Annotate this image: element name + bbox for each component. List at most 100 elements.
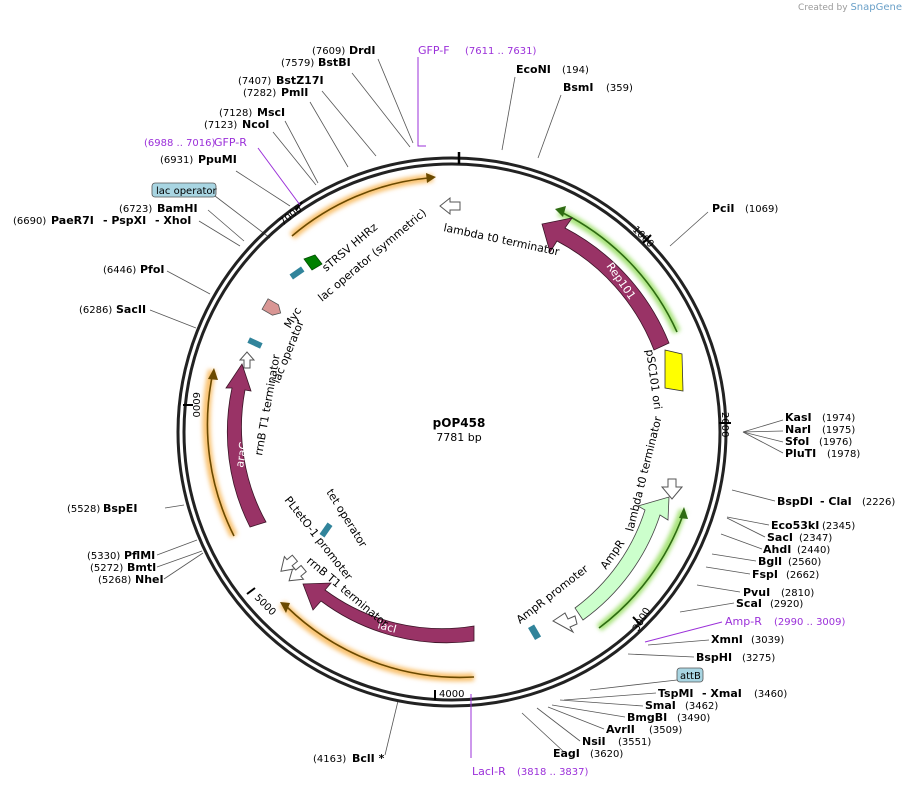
enzyme-fspi-position[interactable]: (2662)	[786, 570, 819, 581]
enzyme-bsmi-name[interactable]: BsmI	[563, 81, 594, 94]
enzyme-bamhi-name[interactable]: BamHI	[157, 202, 198, 215]
enzyme-tspmi-name[interactable]: TspMI	[658, 687, 694, 700]
enzyme-bspei-name[interactable]: BspEI	[103, 502, 137, 515]
label-tet-operator: tet operator	[323, 487, 369, 550]
attb-tag-box[interactable]	[676, 667, 704, 683]
enzyme-nsii-name[interactable]: NsiI	[582, 735, 606, 748]
enzyme-sacii-name[interactable]: SacII	[116, 303, 146, 316]
enzyme-pflmi-position[interactable]: (5330)	[87, 551, 120, 562]
tick-2000: 2000	[719, 412, 730, 437]
enzyme-pluti-position[interactable]: (1978)	[827, 449, 860, 460]
enzyme-paer7i-extra1[interactable]: - PspXI	[103, 214, 146, 227]
feature-rep101[interactable]	[541, 217, 670, 351]
enzyme-tspmi-position[interactable]: (3460)	[754, 689, 787, 700]
enzyme-paer7i-name[interactable]: PaeR7I	[51, 214, 94, 227]
feature-arac[interactable]	[225, 363, 267, 528]
enzyme-bcli-position[interactable]: (4163)	[313, 754, 346, 765]
enzyme-bmgbi-name[interactable]: BmgBI	[627, 711, 667, 724]
enzyme-bsphi-name[interactable]: BspHI	[696, 651, 732, 664]
enzyme-bgli-position[interactable]: (2560)	[788, 557, 821, 568]
feature-ampr[interactable]	[574, 496, 670, 621]
enzyme-scai-name[interactable]: ScaI	[736, 597, 762, 610]
enzyme-tspmi-extra1[interactable]: - XmaI	[702, 687, 742, 700]
lambda-t0-right-arrow	[660, 478, 684, 500]
enzyme-eco53ki-name[interactable]: Eco53kI	[771, 519, 819, 532]
enzyme-pcii-name[interactable]: PciI	[712, 202, 734, 215]
feature-laci[interactable]	[302, 582, 475, 644]
enzyme-avrii-position[interactable]: (3509)	[649, 725, 682, 736]
enzyme-msci-name[interactable]: MscI	[257, 106, 285, 119]
enzyme-saci-name[interactable]: SacI	[767, 531, 793, 544]
enzyme-nhei-position[interactable]: (5268)	[98, 575, 131, 586]
sstrv-ribozyme	[303, 254, 323, 271]
enzyme-pflmi-name[interactable]: PflMI	[124, 549, 155, 562]
enzyme-pfoi-name[interactable]: PfoI	[140, 263, 165, 276]
enzyme-labels-left: (7609) DrdI (7579) BstBI (7407) BstZ17I …	[13, 44, 385, 765]
enzyme-ahdi-position[interactable]: (2440)	[797, 545, 830, 556]
enzyme-fspi-name[interactable]: FspI	[752, 568, 778, 581]
enzyme-ppumi-position[interactable]: (6931)	[160, 155, 193, 166]
enzyme-bsphi-position[interactable]: (3275)	[742, 653, 775, 664]
enzyme-leader-lines	[149, 58, 784, 756]
enzyme-sfoi-name[interactable]: SfoI	[785, 435, 809, 448]
enzyme-pvui-position[interactable]: (2810)	[781, 588, 814, 599]
enzyme-sacii-position[interactable]: (6286)	[79, 305, 112, 316]
enzyme-bmti-name[interactable]: BmtI	[127, 561, 156, 574]
enzyme-econi-name[interactable]: EcoNI	[516, 63, 551, 76]
enzyme-pfoi-position[interactable]: (6446)	[103, 265, 136, 276]
plasmid-length: 7781 bp	[436, 431, 481, 444]
enzyme-scai-position[interactable]: (2920)	[770, 599, 803, 610]
feature-psc101-ori[interactable]	[664, 349, 684, 392]
enzyme-xmni-name[interactable]: XmnI	[711, 633, 743, 646]
ampr-promoter-arrow	[552, 612, 578, 634]
enzyme-bstbi-position[interactable]: (7579)	[281, 58, 314, 69]
enzyme-saci-position[interactable]: (2347)	[799, 533, 832, 544]
enzyme-bstbi-name[interactable]: BstBI	[318, 56, 351, 69]
enzyme-bcli-name[interactable]: BclI *	[352, 752, 385, 765]
enzyme-bamhi-position[interactable]: (6723)	[119, 204, 152, 215]
enzyme-paer7i-position[interactable]: (6690)	[13, 216, 46, 227]
enzyme-bstz17i-name[interactable]: BstZ17I	[276, 74, 324, 87]
enzyme-kasi-position[interactable]: (1974)	[822, 413, 855, 424]
enzyme-drdi-name[interactable]: DrdI	[349, 44, 376, 57]
enzyme-bspdi-extra1[interactable]: - ClaI	[820, 495, 852, 508]
enzyme-bstz17i-position[interactable]: (7407)	[238, 76, 271, 87]
enzyme-nari-name[interactable]: NarI	[785, 423, 811, 436]
enzyme-eagi-position[interactable]: (3620)	[590, 749, 623, 760]
primer-laci-r-name: LacI-R	[472, 765, 506, 778]
enzyme-ncoi-name[interactable]: NcoI	[242, 118, 269, 131]
enzyme-smai-position[interactable]: (3462)	[685, 701, 718, 712]
enzyme-ncoi-position[interactable]: (7123)	[204, 120, 237, 131]
enzyme-kasi-name[interactable]: KasI	[785, 411, 812, 424]
enzyme-bmti-position[interactable]: (5272)	[90, 563, 123, 574]
enzyme-eco53ki-position[interactable]: (2345)	[822, 521, 855, 532]
enzyme-bmgbi-position[interactable]: (3490)	[677, 713, 710, 724]
enzyme-drdi-position[interactable]: (7609)	[312, 46, 345, 57]
enzyme-econi-position[interactable]: (194)	[562, 65, 589, 76]
enzyme-nari-position[interactable]: (1975)	[822, 425, 855, 436]
lac-operator-tag-label: lac operator	[156, 186, 217, 197]
enzyme-avrii-name[interactable]: AvrII	[606, 723, 635, 736]
enzyme-ppumi-name[interactable]: PpuMI	[198, 153, 237, 166]
enzyme-pcii-position[interactable]: (1069)	[745, 204, 778, 215]
enzyme-ahdi-name[interactable]: AhdI	[763, 543, 791, 556]
enzyme-bsmi-position[interactable]: (359)	[606, 83, 633, 94]
enzyme-nhei-name[interactable]: NheI	[135, 573, 164, 586]
enzyme-sfoi-position[interactable]: (1976)	[819, 437, 852, 448]
lac-operator-tag-box[interactable]	[151, 182, 217, 198]
enzyme-smai-name[interactable]: SmaI	[645, 699, 676, 712]
enzyme-bspei-position[interactable]: (5528)	[67, 504, 100, 515]
enzyme-pmli-position[interactable]: (7282)	[243, 88, 276, 99]
enzyme-pluti-name[interactable]: PluTI	[785, 447, 816, 460]
enzyme-bspdi-name[interactable]: BspDI	[777, 495, 813, 508]
orange-arc-bottom	[286, 606, 475, 679]
enzyme-msci-position[interactable]: (7128)	[219, 108, 252, 119]
enzyme-paer7i-extra2[interactable]: - XhoI	[155, 214, 191, 227]
enzyme-bspdi-position[interactable]: (2226)	[862, 497, 895, 508]
enzyme-eagi-name[interactable]: EagI	[553, 747, 580, 760]
enzyme-bgli-name[interactable]: BglI	[758, 555, 782, 568]
enzyme-pmli-name[interactable]: PmlI	[281, 86, 308, 99]
enzyme-xmni-position[interactable]: (3039)	[751, 635, 784, 646]
enzyme-pvui-name[interactable]: PvuI	[743, 586, 770, 599]
enzyme-nsii-position[interactable]: (3551)	[618, 737, 651, 748]
